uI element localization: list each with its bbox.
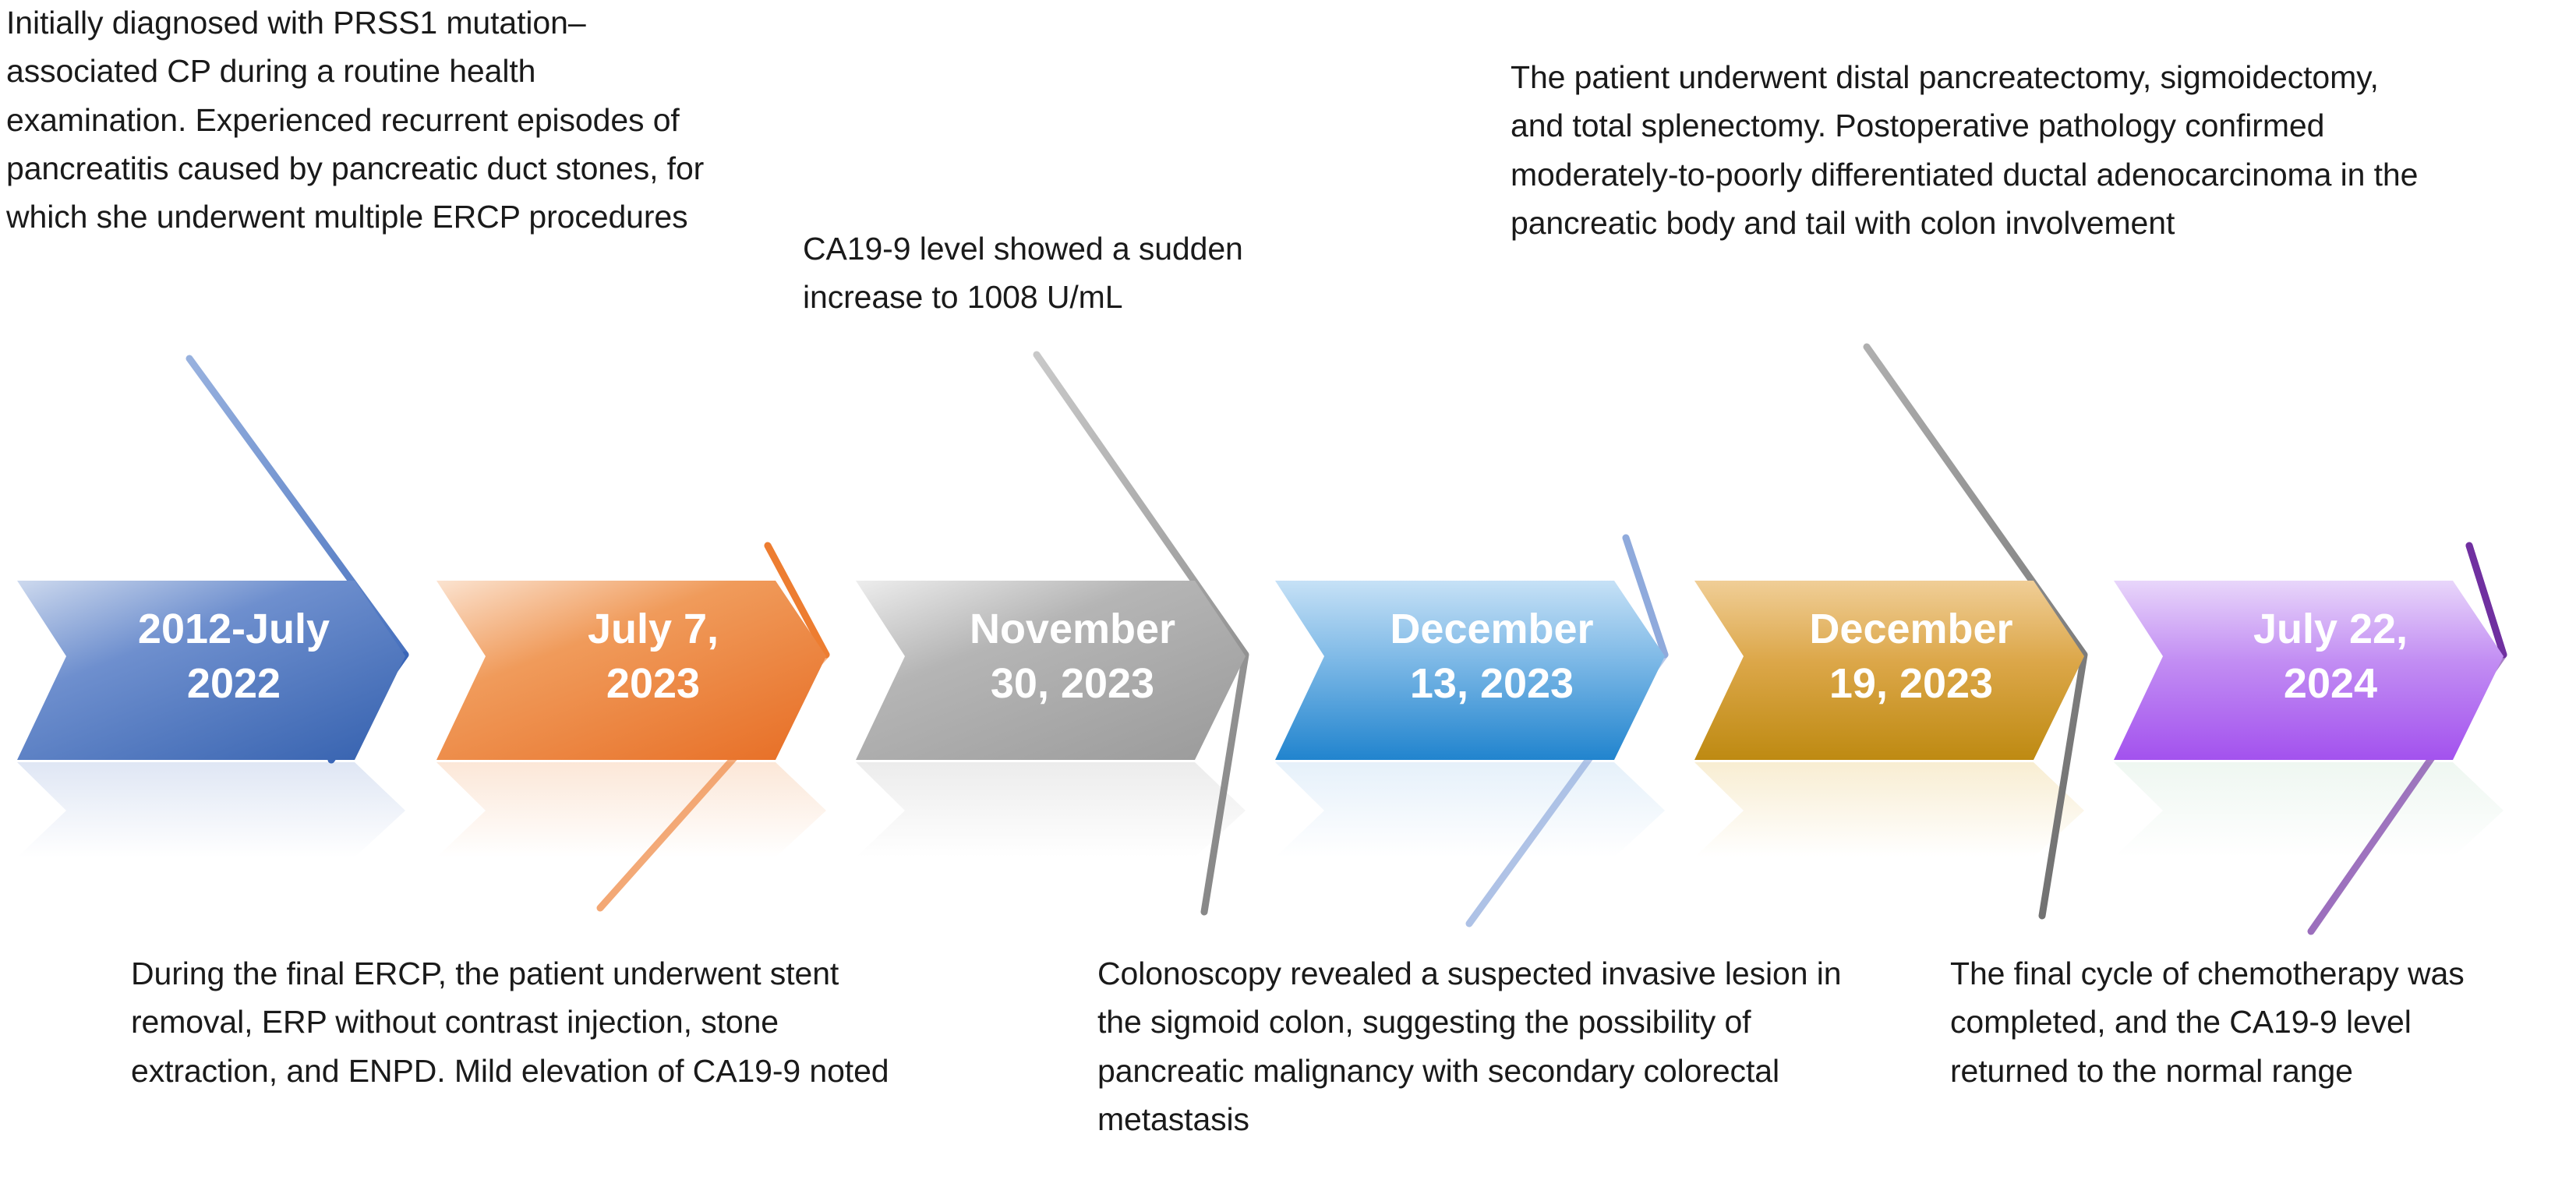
chevron-label-step-2-line2: 2023	[606, 660, 700, 707]
chevron-step-5[interactable]	[1694, 581, 2084, 760]
chevron-label-step-1-line2: 2022	[187, 660, 281, 707]
chevron-step-4[interactable]	[1275, 581, 1665, 760]
note-step-2: During the final ERCP, the patient under…	[131, 956, 889, 1089]
chevron-label-step-3-line1: November	[970, 606, 1175, 652]
chevron-reflections	[17, 762, 2504, 857]
chevron-label-step-4-line1: December	[1390, 606, 1593, 652]
note-step-3: CA19-9 level showed a sudden increase to…	[803, 231, 1243, 316]
note-step-5: The patient underwent distal pancreatect…	[1511, 59, 2419, 241]
connector-line-step-4-top	[1622, 534, 1669, 659]
chevron-label-step-5-line1: December	[1809, 606, 2012, 652]
chevron-step-2[interactable]	[436, 581, 826, 760]
connector-line-step-2-top	[764, 542, 830, 659]
connector-line-step-6-top	[2465, 542, 2507, 659]
chevron-label-step-2-line1: July 7,	[588, 606, 719, 652]
chevron-label-step-1-line1: 2012-July	[138, 606, 330, 652]
chevron-label-step-5-line2: 19, 2023	[1829, 660, 1993, 707]
chevron-step-3[interactable]	[856, 581, 1246, 760]
note-step-4: Colonoscopy revealed a suspected invasiv…	[1097, 956, 1842, 1137]
note-step-6: The final cycle of chemotherapy was comp…	[1950, 956, 2465, 1089]
chevron-step-1[interactable]	[17, 581, 405, 760]
chevron-label-step-6-line1: July 22,	[2253, 606, 2408, 652]
chevron-bodies	[17, 581, 2504, 760]
connector-line-step-5	[1863, 343, 2088, 920]
chevron-label-step-6-line2: 2024	[2284, 660, 2377, 707]
note-step-1: Initially diagnosed with PRSS1 mutation–…	[6, 5, 705, 235]
chevron-label-step-4-line2: 13, 2023	[1410, 660, 1574, 707]
connector-line-step-3	[1033, 351, 1249, 916]
chevron-label-step-3-line2: 30, 2023	[991, 660, 1154, 707]
chevron-labels: 2012-July 2022 July 7, 2023 November 30,…	[138, 606, 2408, 707]
chevron-step-6[interactable]	[2114, 581, 2504, 760]
